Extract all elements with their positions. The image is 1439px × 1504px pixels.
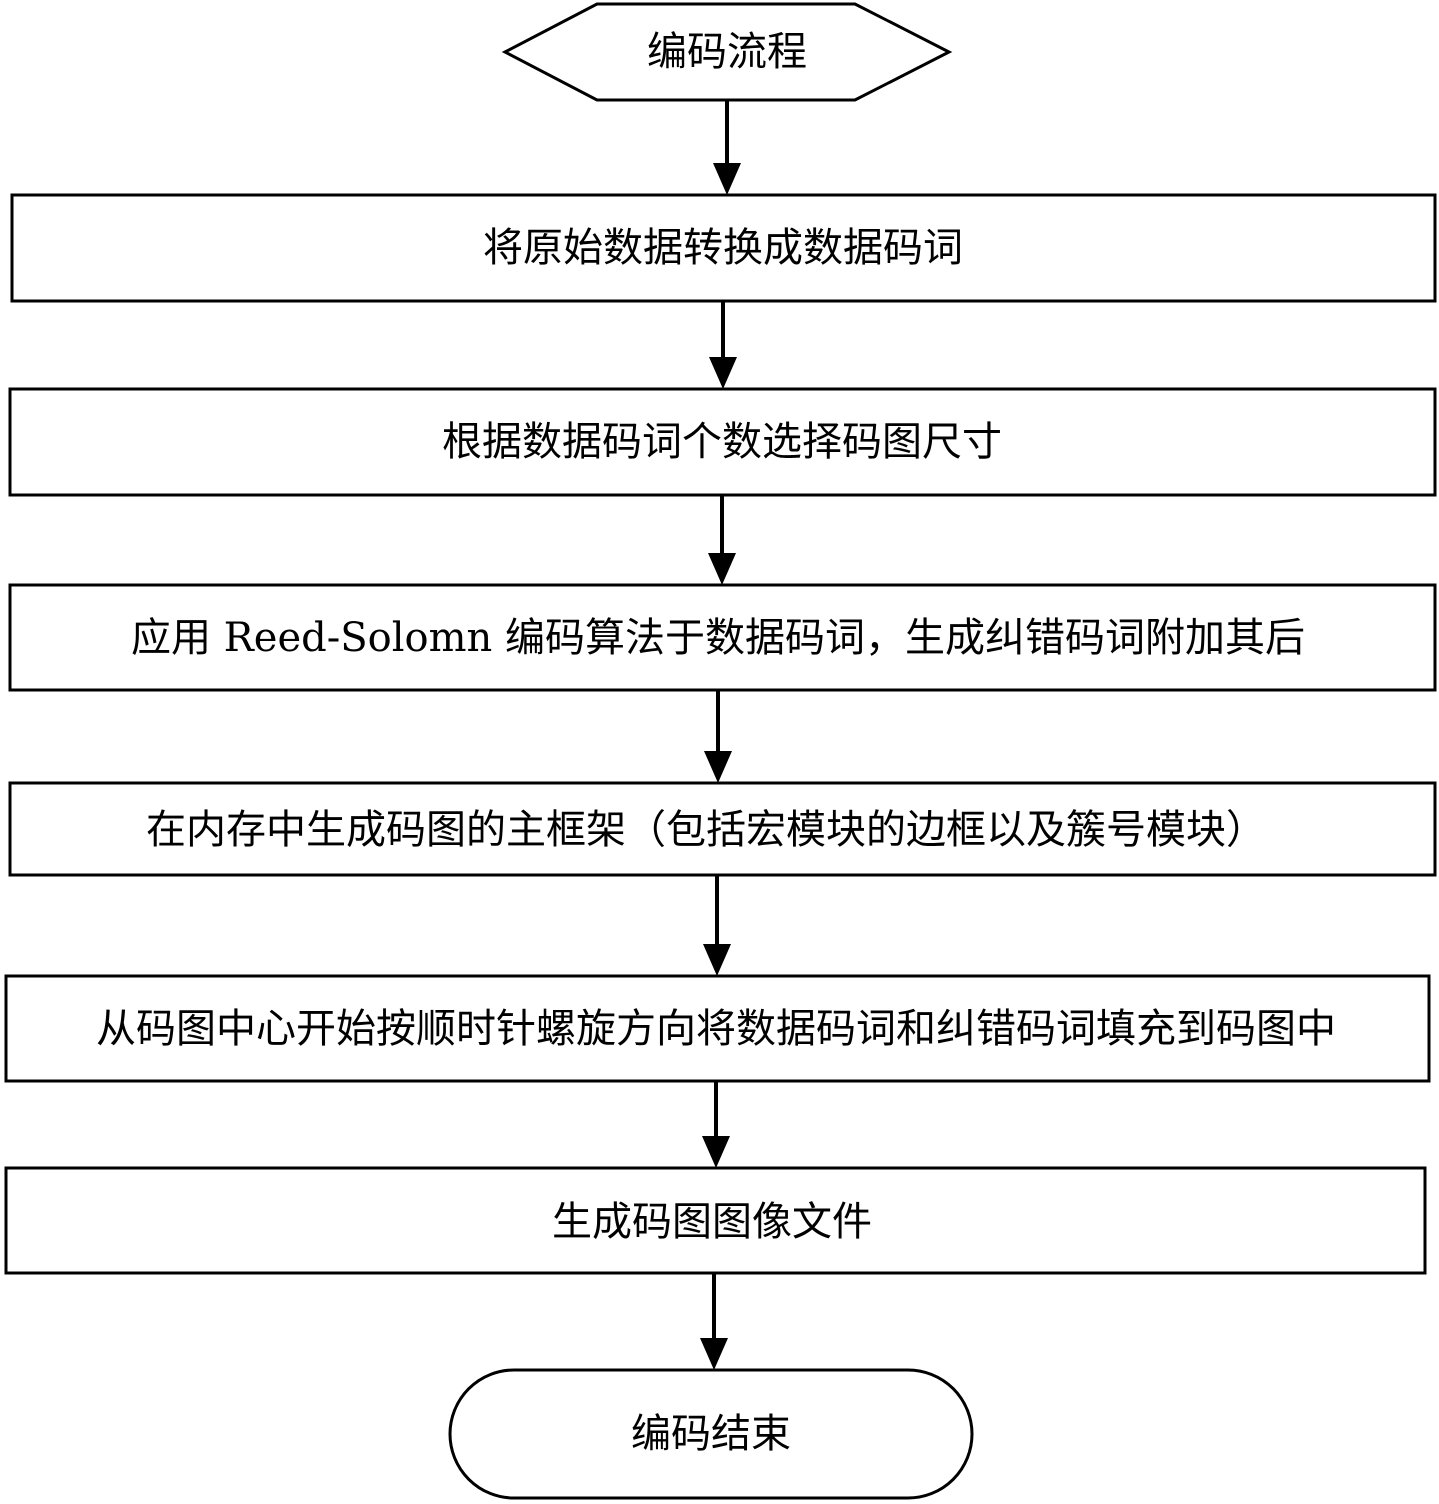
arrowhead-step3-to-step4 (704, 751, 732, 783)
process-node-fill-codewords: 从码图中心开始按顺时针螺旋方向将数据码词和纠错码词填充到码图中 (4, 974, 1431, 1083)
process-node-generate-image: 生成码图图像文件 (4, 1166, 1427, 1275)
process-label-fill-codewords: 从码图中心开始按顺时针螺旋方向将数据码词和纠错码词填充到码图中 (96, 1006, 1336, 1052)
start-hexagon-shape (501, 2, 953, 102)
process-label-generate-image: 生成码图图像文件 (552, 1199, 872, 1245)
start-node: 编码流程 (501, 2, 953, 102)
process-label-select-size: 根据数据码词个数选择码图尺寸 (442, 419, 1002, 465)
process-box-main-frame (8, 781, 1437, 877)
end-node: 编码结束 (448, 1368, 974, 1500)
arrowhead-step5-to-step6 (702, 1136, 730, 1168)
process-node-reed-solomon: 应用 Reed-Solomn 编码算法于数据码词，生成纠错码词附加其后 (8, 583, 1437, 692)
process-node-main-frame: 在内存中生成码图的主框架（包括宏模块的边框以及簇号模块） (8, 781, 1437, 877)
arrowhead-step2-to-step3 (708, 553, 736, 585)
process-box-select-size (8, 387, 1437, 497)
process-node-select-size: 根据数据码词个数选择码图尺寸 (8, 387, 1437, 497)
process-label-convert-data: 将原始数据转换成数据码词 (483, 225, 963, 271)
start-label: 编码流程 (647, 29, 807, 75)
process-label-reed-solomon: 应用 Reed-Solomn 编码算法于数据码词，生成纠错码词附加其后 (131, 615, 1305, 661)
arrowhead-step4-to-step5 (703, 944, 731, 976)
process-label-main-frame: 在内存中生成码图的主框架（包括宏模块的边框以及簇号模块） (146, 807, 1266, 853)
arrowhead-start-to-step1 (713, 163, 741, 195)
process-box-generate-image (4, 1166, 1427, 1275)
process-box-fill-codewords (4, 974, 1431, 1083)
arrowhead-step1-to-step2 (709, 357, 737, 389)
arrowhead-step6-to-end (700, 1338, 728, 1370)
connectors (700, 100, 741, 1370)
process-box-reed-solomon (8, 583, 1437, 692)
end-terminator-shape (448, 1368, 974, 1500)
process-node-convert-data: 将原始数据转换成数据码词 (10, 193, 1437, 303)
process-box-convert-data (10, 193, 1437, 303)
end-label: 编码结束 (631, 1411, 791, 1457)
